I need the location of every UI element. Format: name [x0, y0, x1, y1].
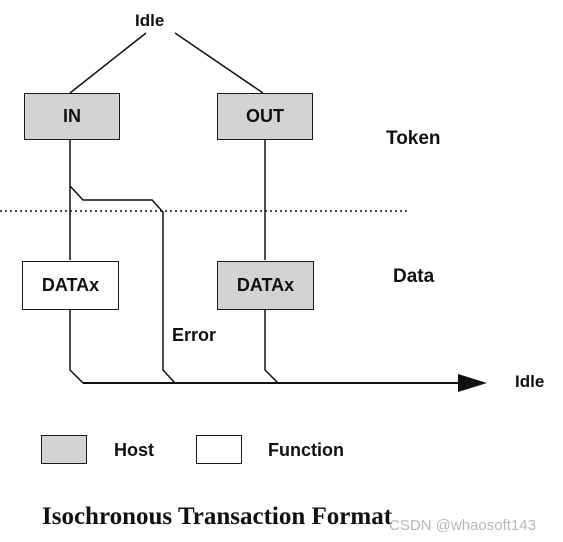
in-token-label: IN	[63, 106, 81, 126]
in-token-box: IN	[24, 93, 120, 140]
idle-to-out-line	[174, 32, 264, 94]
legend-function-label: Function	[268, 440, 344, 460]
legend-function-swatch	[196, 435, 242, 464]
legend-host-label: Host	[114, 440, 154, 460]
data-out-to-idle-line	[264, 310, 279, 384]
data-in-to-idle-line	[69, 310, 84, 384]
data-in-label: DATAx	[41, 275, 100, 295]
data-phase-label: Data	[393, 266, 435, 287]
watermark-text: CSDN @whaosoft143	[389, 517, 536, 534]
idle-end-label: Idle	[515, 372, 545, 391]
error-label: Error	[172, 325, 217, 345]
data-in-box: DATAx	[22, 261, 119, 310]
out-token-box: OUT	[217, 93, 313, 140]
error-branch-line	[69, 185, 176, 384]
data-out-box: DATAx	[217, 261, 314, 310]
idle-arrow-head	[458, 374, 487, 392]
data-out-label: DATAx	[236, 275, 295, 295]
diagram-caption: Isochronous Transaction Format	[42, 503, 393, 530]
idle-to-in-line	[69, 32, 147, 94]
out-token-label: OUT	[246, 106, 284, 126]
legend-host-swatch	[41, 435, 87, 464]
token-phase-label: Token	[386, 128, 441, 149]
idle-start-label: Idle	[135, 11, 165, 30]
